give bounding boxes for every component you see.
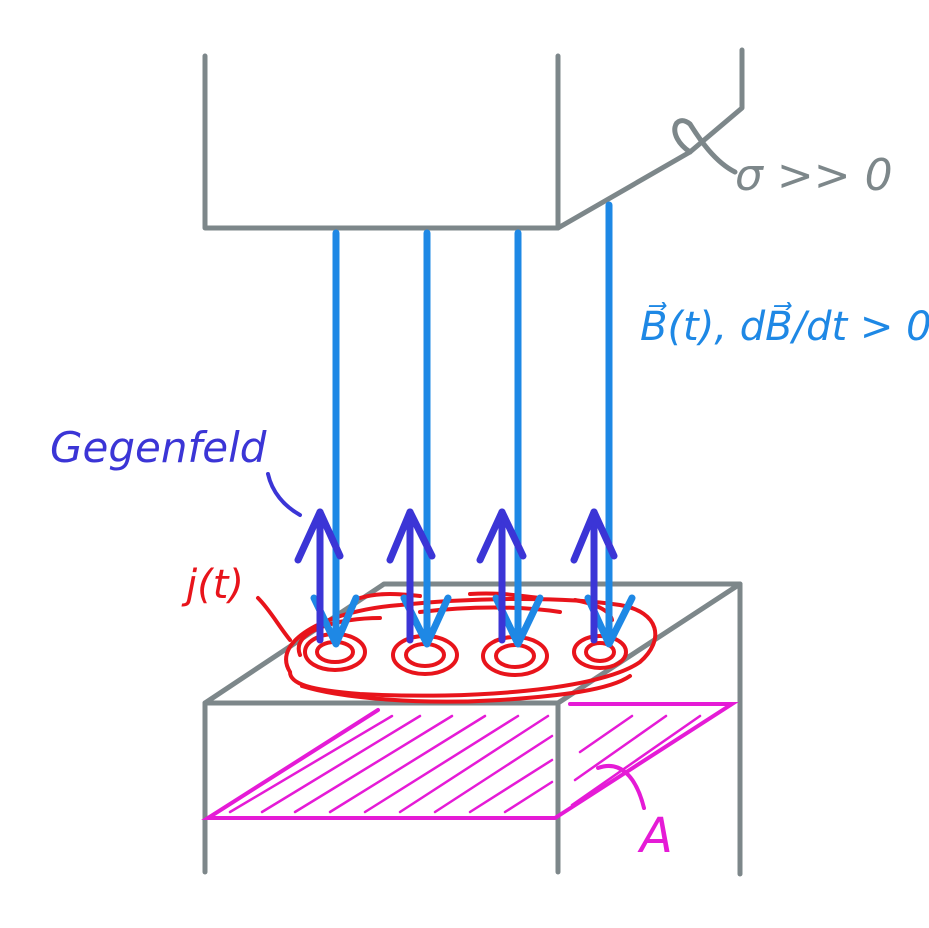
current-ring-2-inner [404, 642, 446, 668]
field-label: B⃗(t), dB⃗/dt > 0 [640, 302, 929, 350]
eddy-currents [256, 591, 658, 704]
counter-arrow-4 [570, 508, 618, 644]
current-label: j(t) [181, 562, 244, 608]
area-outline [201, 702, 739, 820]
current-ring-4-inner [584, 641, 616, 663]
area-label: A [637, 808, 673, 864]
current-pointer [256, 596, 292, 642]
counter-arrow-3 [476, 508, 527, 644]
current-ring-4 [572, 634, 628, 670]
magnet-block [202, 47, 745, 231]
current-loop-4 [300, 674, 632, 704]
current-ring-3-inner [494, 643, 536, 669]
conductivity-pointer [672, 118, 738, 175]
area-hatching [228, 714, 702, 814]
conductivity-label: σ >> 0 [735, 150, 893, 201]
area-cross-section [201, 702, 739, 820]
counter-field-pointer [266, 472, 302, 517]
counter-arrow-2 [386, 508, 436, 644]
counter-arrow-1 [294, 508, 344, 644]
counter-field-label: Gegenfeld [50, 423, 267, 472]
field-lines [310, 201, 636, 648]
area-pointer [596, 764, 646, 810]
magnet-front-face [202, 53, 561, 231]
magnet-side-face [555, 47, 745, 231]
current-outer-loop [284, 596, 658, 698]
counter-field-arrows [266, 472, 618, 644]
